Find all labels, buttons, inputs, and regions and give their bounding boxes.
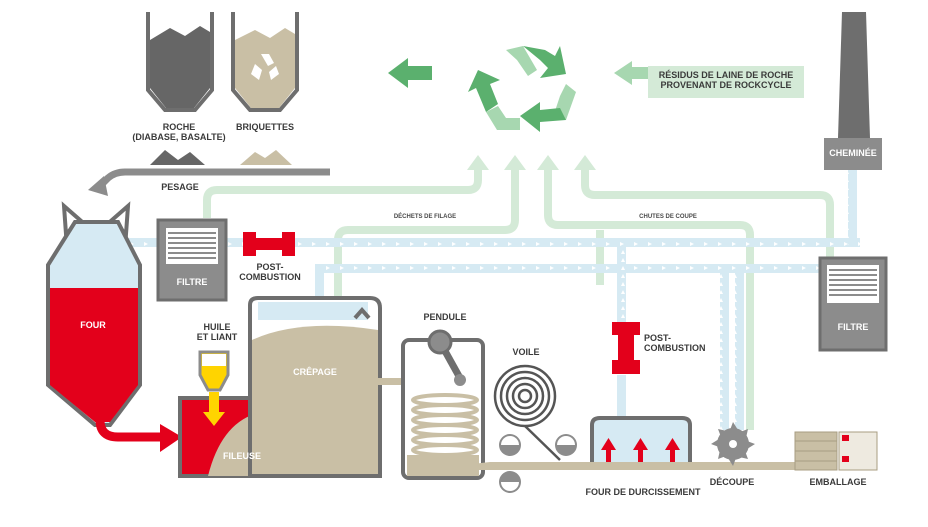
label-post-combustion-right: POST- COMBUSTION (644, 333, 706, 354)
recycle-flow-arrowheads (467, 155, 596, 170)
label-pesage: PESAGE (161, 182, 199, 192)
web-roll (493, 364, 561, 461)
recycle-icon (468, 46, 576, 132)
label-crepage: CRÊPAGE (293, 367, 337, 377)
conveyor-band (420, 462, 800, 470)
label-voile: VOILE (512, 347, 540, 357)
silo-briquettes (231, 12, 299, 112)
label-decoupe: DÉCOUPE (709, 477, 755, 487)
label-briquettes: BRIQUETTES (235, 122, 294, 132)
furnace (46, 201, 142, 427)
recycle-flow-lines (203, 168, 834, 430)
oil-binder-hopper (198, 350, 230, 426)
curing-oven (590, 416, 692, 462)
creping-chamber (248, 296, 382, 478)
label-filtre-right: FILTRE (837, 322, 869, 332)
chimney (824, 12, 882, 170)
label-chutes-coupe: CHUTES DE COUPE (639, 214, 697, 220)
gas-flow-lines (100, 170, 860, 430)
furnace-outlet-arrow (95, 419, 182, 452)
weighing-belt (88, 150, 330, 196)
pendulum-unit (401, 329, 485, 480)
label-emballage: EMBALLAGE (809, 477, 867, 487)
label-four-durcissement: FOUR DE DURCISSEMENT (585, 487, 701, 497)
label-post-combustion-left: POST- COMBUSTION (239, 262, 301, 283)
saw-blade-icon (711, 422, 755, 466)
post-combustion-right-shape (612, 322, 640, 374)
residus-label-bg (648, 66, 804, 98)
recycle-icon (251, 54, 279, 80)
label-fileuse: FILEUSE (222, 451, 261, 461)
label-roche: ROCHE (DIABASE, BASALTE) (132, 122, 226, 143)
roller-icon (499, 434, 577, 493)
label-huile-liant: HUILE ET LIANT (196, 322, 238, 343)
label-residus: RÉSIDUS DE LAINE DE ROCHE PROVENANT DE R… (658, 70, 794, 91)
label-filtre-left: FILTRE (176, 277, 208, 287)
label-pendule: PENDULE (423, 312, 467, 322)
arrow-left-icon (614, 61, 650, 85)
label-cheminee: CHEMINÉE (829, 148, 877, 158)
label-four: FOUR (80, 320, 106, 330)
post-combustion-left-shape (243, 232, 295, 256)
filter-right (818, 256, 888, 352)
packaging-stack (794, 431, 878, 471)
filter-left (156, 218, 228, 302)
arrow-left-icon (388, 58, 432, 88)
silo-roche (146, 12, 214, 112)
label-dechets-filage: DÉCHETS DE FILAGE (393, 214, 457, 220)
